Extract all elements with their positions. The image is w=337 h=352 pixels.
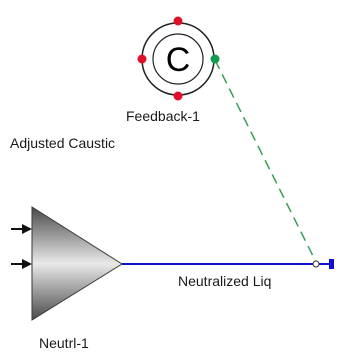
feedback-controller[interactable]: C — [137, 16, 220, 101]
controller-port-right[interactable] — [210, 54, 220, 64]
signal-link-line[interactable] — [214, 59, 317, 263]
controller-symbol: C — [166, 41, 191, 79]
inlet-arrow-top[interactable] — [11, 224, 32, 234]
controller-port-bottom[interactable] — [173, 91, 183, 101]
stream-end-port[interactable] — [329, 259, 334, 269]
neutralizer-label: Neutrl-1 — [39, 335, 89, 351]
adjusted-caustic-label: Adjusted Caustic — [10, 135, 116, 151]
neutralizer-block[interactable] — [31, 206, 123, 321]
feedback-label: Feedback-1 — [126, 108, 200, 124]
controller-port-top[interactable] — [173, 16, 183, 26]
controller-inner-ring — [152, 33, 204, 85]
stream-junction-node[interactable] — [312, 260, 320, 268]
neutralized-liq-label: Neutralized Liq — [178, 273, 272, 289]
inlet-arrow-bottom[interactable] — [11, 259, 32, 269]
controller-port-left[interactable] — [137, 54, 147, 64]
